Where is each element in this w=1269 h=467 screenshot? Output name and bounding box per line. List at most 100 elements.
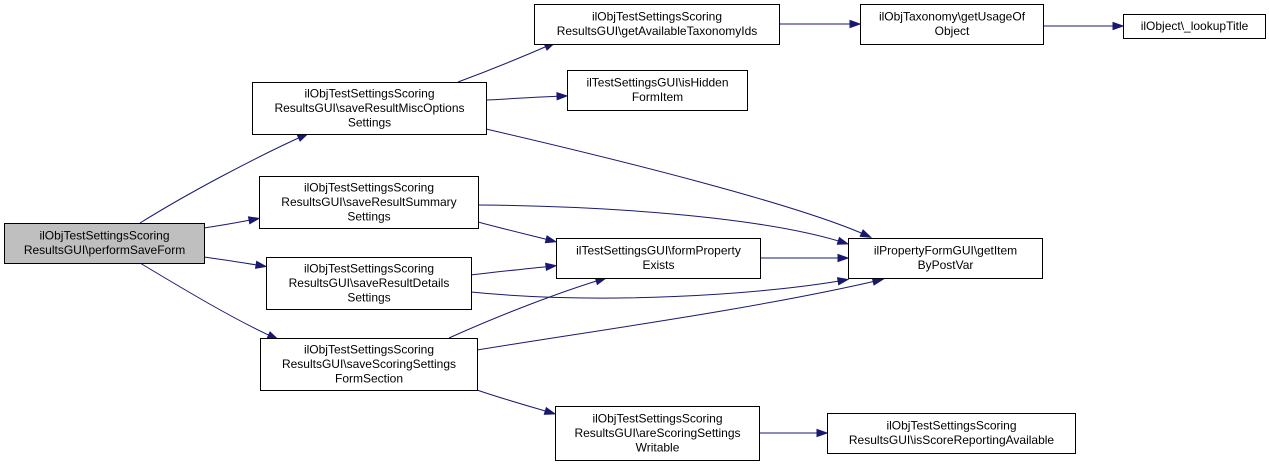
arrowhead xyxy=(543,406,557,415)
node-areScoringSettingsWritable[interactable]: ilObjTestSettingsScoringResultsGUI\areSc… xyxy=(555,406,760,461)
arrowhead xyxy=(247,216,261,225)
node-label-line: ByPostVar xyxy=(918,258,974,272)
nodes-layer: ilObjTestSettingsScoringResultsGUI\perfo… xyxy=(4,4,1266,461)
node-box[interactable] xyxy=(848,238,1043,279)
node-label-line: ilObjTestSettingsScoring xyxy=(304,342,434,356)
node-box[interactable] xyxy=(259,176,479,229)
node-box[interactable] xyxy=(556,238,761,279)
edge-saveResultMiscOptionsSettings-to-getItemByPostVar xyxy=(485,128,873,238)
node-label-line: FormItem xyxy=(632,90,683,104)
edge-line xyxy=(476,389,553,414)
edge-line xyxy=(448,278,604,339)
node-box[interactable] xyxy=(860,4,1044,45)
arrowhead xyxy=(871,277,885,286)
node-label-line: ilObjTaxonomy\getUsageOf xyxy=(879,10,1026,24)
node-label-line: ilObjTestSettingsScoring xyxy=(304,180,434,194)
edge-line xyxy=(457,43,553,83)
node-saveScoringSettingsFormSection[interactable]: ilObjTestSettingsScoringResultsGUI\saveS… xyxy=(260,338,478,391)
node-label-line: Object xyxy=(935,24,970,38)
node-label-line: ResultsGUI\areScoringSettings xyxy=(574,426,740,440)
edge-areScoringSettingsWritable-to-isScoreReportingAvailable xyxy=(758,428,829,438)
node-label-line: Writable xyxy=(636,440,680,454)
node-label-line: ResultsGUI\saveResultMiscOptions xyxy=(274,101,464,115)
edge-getUsageOfObject-to-lookupTitle xyxy=(1043,21,1125,31)
edge-saveScoringSettingsFormSection-to-areScoringSettingsWritable xyxy=(476,389,557,415)
node-saveResultSummarySettings[interactable]: ilObjTestSettingsScoringResultsGUI\saveR… xyxy=(259,176,479,229)
node-label-line: ResultsGUI\performSaveForm xyxy=(24,243,185,257)
node-label-line: ilObject\_lookupTitle xyxy=(1141,19,1249,33)
edge-saveResultSummarySettings-to-getItemByPostVar xyxy=(477,204,850,245)
arrowhead xyxy=(837,253,850,263)
edge-performSaveForm-to-saveResultDetailsSettings xyxy=(203,256,268,269)
arrowhead xyxy=(545,262,558,271)
node-label-line: ResultsGUI\saveResultDetails xyxy=(289,276,450,290)
node-label-line: ResultsGUI\isScoreReportingAvailable xyxy=(849,433,1055,447)
node-label-line: Settings xyxy=(348,115,391,129)
node-label-line: ResultsGUI\saveResultSummary xyxy=(281,195,456,209)
node-box[interactable] xyxy=(260,338,478,391)
edge-saveResultDetailsSettings-to-getItemByPostVar xyxy=(470,277,850,299)
node-box[interactable] xyxy=(555,406,760,461)
arrowhead xyxy=(1112,21,1125,31)
arrowhead xyxy=(254,260,268,269)
node-box[interactable] xyxy=(4,223,205,264)
node-isScoreReportingAvailable[interactable]: ilObjTestSettingsScoringResultsGUI\isSco… xyxy=(827,413,1076,454)
arrowhead xyxy=(544,235,558,244)
node-saveResultDetailsSettings[interactable]: ilObjTestSettingsScoringResultsGUI\saveR… xyxy=(266,257,472,310)
arrowhead xyxy=(836,236,850,245)
edge-saveResultDetailsSettings-to-formPropertyExists xyxy=(470,262,558,276)
arrowhead xyxy=(859,229,873,238)
node-label-line: ilObjTestSettingsScoring xyxy=(886,419,1016,433)
node-label-line: Exists xyxy=(642,258,674,272)
node-box[interactable] xyxy=(252,82,487,135)
node-label-line: Settings xyxy=(347,290,390,304)
node-label-line: FormSection xyxy=(335,371,403,385)
arrowhead xyxy=(836,277,850,286)
arrowhead xyxy=(849,19,862,29)
node-label-line: ilTestSettingsGUI\isHidden xyxy=(586,76,728,90)
node-box[interactable] xyxy=(266,257,472,310)
node-label-line: ilObjTestSettingsScoring xyxy=(39,229,169,243)
edge-line xyxy=(476,279,881,351)
arrowhead xyxy=(556,92,569,101)
edge-line xyxy=(203,218,257,229)
edge-line xyxy=(139,134,306,224)
edge-line xyxy=(470,265,554,276)
node-box[interactable] xyxy=(827,413,1076,454)
node-getAvailableTaxonomyIds[interactable]: ilObjTestSettingsScoringResultsGUI\getAv… xyxy=(534,4,780,45)
edge-saveScoringSettingsFormSection-to-formPropertyExists xyxy=(448,277,608,339)
edge-performSaveForm-to-saveResultSummarySettings xyxy=(203,216,261,229)
edge-saveScoringSettingsFormSection-to-getItemByPostVar xyxy=(476,277,885,351)
node-saveResultMiscOptionsSettings[interactable]: ilObjTestSettingsScoringResultsGUI\saveR… xyxy=(252,82,487,135)
edge-saveResultMiscOptionsSettings-to-isHiddenFormItem xyxy=(485,92,569,101)
edge-line xyxy=(470,279,846,299)
node-label-line: ilTestSettingsGUI\formProperty xyxy=(576,244,741,258)
edge-getAvailableTaxonomyIds-to-getUsageOfObject xyxy=(779,19,862,29)
node-label-line: ResultsGUI\getAvailableTaxonomyIds xyxy=(557,24,758,38)
edge-line xyxy=(203,256,264,267)
node-box[interactable] xyxy=(1123,14,1266,39)
edge-saveResultSummarySettings-to-formPropertyExists xyxy=(477,221,558,244)
node-label-line: Settings xyxy=(347,209,390,223)
arrowhead xyxy=(816,428,829,438)
node-box[interactable] xyxy=(534,4,780,45)
edge-formPropertyExists-to-getItemByPostVar xyxy=(759,253,850,263)
node-label-line: ilObjTestSettingsScoring xyxy=(592,10,722,24)
edge-line xyxy=(477,221,554,242)
node-box[interactable] xyxy=(567,70,748,111)
node-label-line: ilObjTestSettingsScoring xyxy=(304,86,434,100)
edge-line xyxy=(477,204,846,244)
edge-line xyxy=(485,128,869,237)
node-label-line: ilObjTestSettingsScoring xyxy=(592,411,722,425)
edge-performSaveForm-to-saveScoringSettingsFormSection xyxy=(139,262,280,340)
node-lookupTitle[interactable]: ilObject\_lookupTitle xyxy=(1123,14,1266,39)
node-label-line: ResultsGUI\saveScoringSettings xyxy=(282,357,456,371)
edge-saveResultMiscOptionsSettings-to-getAvailableTaxonomyIds xyxy=(457,42,557,83)
edge-line xyxy=(139,262,276,339)
node-performSaveForm[interactable]: ilObjTestSettingsScoringResultsGUI\perfo… xyxy=(4,223,205,264)
